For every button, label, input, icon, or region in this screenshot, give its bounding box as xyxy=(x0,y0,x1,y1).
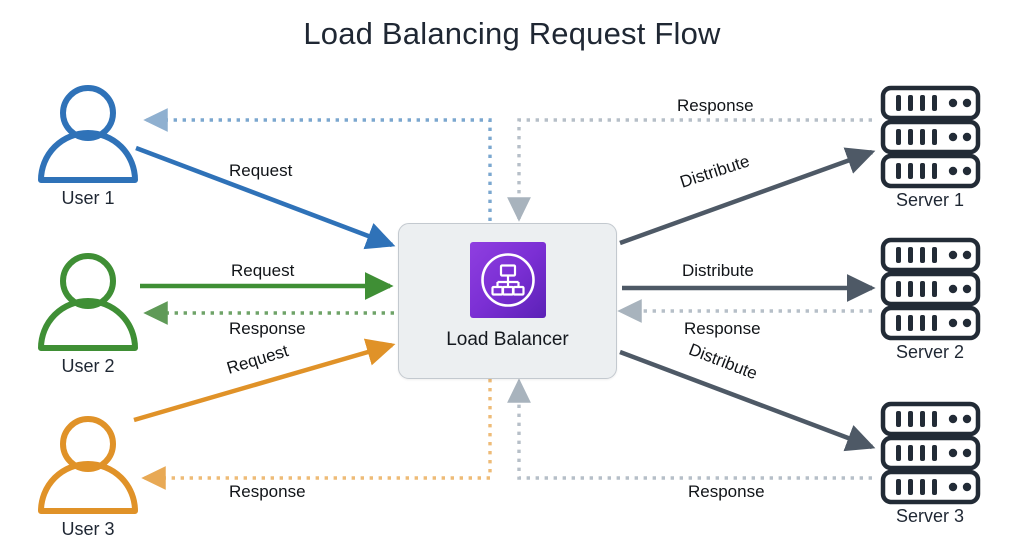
edge-label-request-user-1: Request xyxy=(229,161,293,180)
server-3-icon[interactable] xyxy=(880,401,981,505)
edge-server-3-response xyxy=(507,378,872,480)
server-3-label: Server 3 xyxy=(895,506,965,526)
edge-label-response-server-3: Response xyxy=(688,482,765,501)
edge-label-response-user-3: Response xyxy=(229,482,306,501)
server-1-label: Server 1 xyxy=(895,190,965,210)
user-2-icon[interactable] xyxy=(38,253,138,351)
load-balancer-node[interactable]: Load Balancer xyxy=(398,223,617,379)
user-3-icon[interactable] xyxy=(38,416,138,514)
server-2-icon[interactable] xyxy=(880,237,981,341)
edge-lb-response-user-3 xyxy=(141,379,492,490)
edge-user-3-request xyxy=(133,338,396,423)
edge-lb-distribute-server-1 xyxy=(619,147,876,246)
user-2-label: User 2 xyxy=(61,356,115,376)
page-title: Load Balancing Request Flow xyxy=(303,16,721,51)
edge-user-1-request xyxy=(135,145,396,250)
user-1-icon[interactable] xyxy=(38,85,138,183)
edge-label-response-server-2: Response xyxy=(684,319,761,338)
edge-label-response-server-1: Response xyxy=(677,96,754,115)
edge-label-request-user-2: Request xyxy=(231,261,295,280)
load-balancer-icon xyxy=(469,242,546,318)
edge-server-1-response xyxy=(507,118,872,222)
edge-label-response-user-2: Response xyxy=(229,319,306,338)
server-2-label: Server 2 xyxy=(895,342,965,362)
server-1-icon[interactable] xyxy=(880,85,981,189)
edge-lb-response-user-1 xyxy=(143,108,492,221)
edge-lb-distribute-server-3 xyxy=(619,349,876,452)
user-3-label: User 3 xyxy=(61,519,115,539)
edge-label-distribute-server-2: Distribute xyxy=(682,261,754,280)
load-balancer-label: Load Balancer xyxy=(446,329,569,350)
user-1-label: User 1 xyxy=(61,188,115,208)
